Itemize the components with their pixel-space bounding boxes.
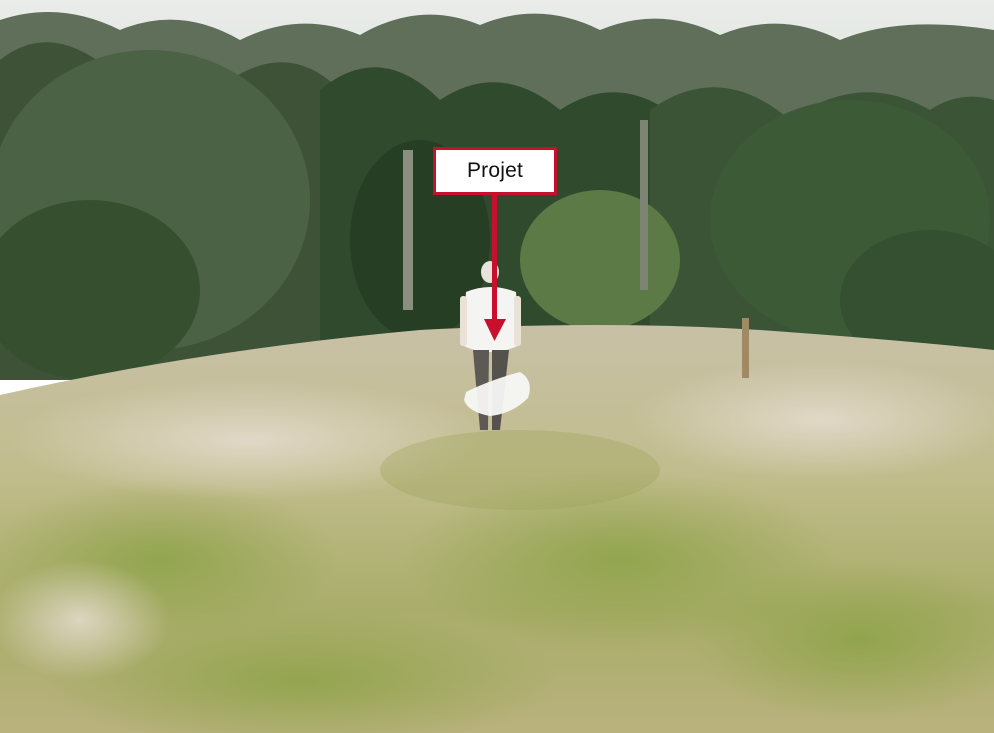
project-label: Projet [433, 147, 557, 195]
project-label-text: Projet [466, 159, 524, 182]
pointer-arrow-icon [484, 195, 506, 341]
fence-post [742, 318, 749, 378]
